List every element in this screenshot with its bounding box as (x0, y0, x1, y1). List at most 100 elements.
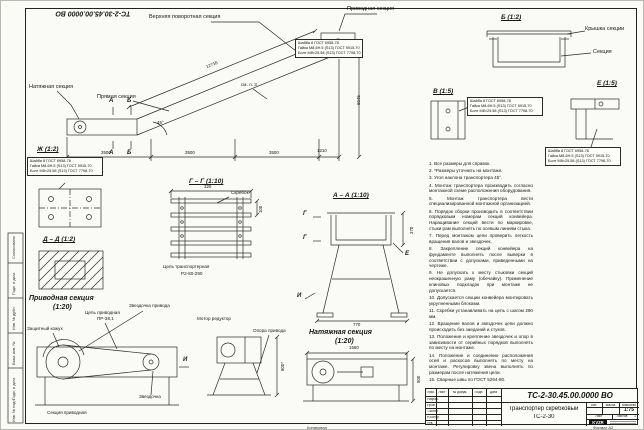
tb-h-listov: Листов (616, 415, 628, 418)
tension-section-drawing (303, 350, 416, 404)
margin-frames (7, 232, 24, 424)
hardware-callout-zh: Шайба 8 ГОСТ 6958-78 Гайка М8-6Н.5 (S13)… (27, 157, 103, 177)
tb-h-doc: № докум. (452, 391, 468, 394)
callout-line-2: Гайка М8-6Н.5 (S13) ГОСТ 5915-70 (548, 154, 610, 159)
hardware-callout-v: Шайба 8 ГОСТ 6958-78 Гайка М8-6Н.5 (S13)… (467, 97, 543, 117)
section-gg-drawing (168, 188, 260, 259)
dim-angle: 45° (157, 120, 164, 125)
note-item: 13. Положение и крепление звездочек и оп… (429, 333, 533, 351)
tb-h-list2: Лист (595, 415, 603, 418)
dim-seg1: 3500 (101, 150, 111, 155)
detail-zh-drawing (38, 182, 102, 228)
copied-label: Копировал (307, 425, 328, 430)
tb-line (448, 389, 449, 426)
note-item: 12. Вращение валов и звездочек цепи долж… (429, 320, 533, 332)
label-conveyor-chain-1: Цепь транспортерная (163, 264, 210, 269)
tb-h-izm: Изм. (427, 391, 435, 394)
note-item: 3. Угол наклона транспортера 45°. (429, 175, 503, 181)
note-item: 11. Скребки устанавливать на цепь с шаго… (429, 307, 533, 319)
callout-line-2: Гайка М8-6Н.5 (S13) ГОСТ 5915-70 (30, 164, 92, 169)
tb-r-prov: Пров. (427, 403, 436, 407)
tb-listov-value: 1 (634, 415, 636, 418)
tb-line (612, 414, 613, 419)
marker-g-bottom: Г (303, 235, 307, 241)
section-aa-drawing (304, 210, 410, 324)
tb-h-data: Дата (489, 391, 498, 394)
callout-line-1: Шайба 8 ГОСТ 6958-78 (298, 41, 339, 45)
view-zh-title: Ж (1:2) (37, 146, 59, 153)
label-tension-section-main: Натяжная секция (29, 84, 74, 90)
label-conveyor-chain-2: Р2-80-290 (181, 271, 203, 276)
label-drive-chain-1: Цепь приводная (85, 310, 120, 315)
dim-gg-pitch: 100 (258, 205, 263, 213)
drive-section-title: Приводная секция (29, 295, 94, 302)
callout-line-3: Болт М8×25.58 (S13) ГОСТ 7798-70 (470, 109, 533, 114)
note-item: 1. Все размеры для справок. (429, 161, 491, 166)
callout-line-1: Шайба 8 ГОСТ 6958-78 (470, 99, 511, 103)
label-drive-section-caption: Секция приводная (47, 410, 87, 415)
label-straight-section: Прямая секция (97, 94, 136, 100)
callout-line-1: Шайба 8 ГОСТ 6958-78 (548, 149, 589, 153)
dim-tension-height: 500 (416, 375, 421, 383)
note-item: 14. Положение и соединение расположения … (429, 352, 533, 375)
callout-line-3: Болт М8×25.58 (S13) ГОСТ 7798-70 (298, 51, 361, 56)
section-v-drawing (430, 100, 470, 140)
view-e-title: Е (1:5) (597, 80, 617, 87)
title-block: Изм. Лист № докум. Подп. Дата Разраб. Пр… (425, 388, 639, 426)
section-e-drawing (570, 98, 620, 148)
doc-number-stamp: ТС-2-30.45.00.0000 ВО (55, 9, 131, 17)
section-b-drawing (486, 30, 592, 68)
label-drive-sprocket: Звездочка привода (129, 303, 170, 308)
tb-line (586, 407, 639, 408)
section-dd-drawing (38, 250, 104, 290)
tb-line (436, 389, 437, 426)
logo-decor-line (610, 420, 636, 422)
marker-i-aa: И (297, 293, 302, 299)
technical-notes: 1. Все размеры для справок. 2. *Размеры … (429, 161, 533, 385)
label-cover-section: Крышка секции (585, 26, 625, 32)
format-label: Формат А2 (593, 425, 614, 430)
dim-seg2: 3500 (185, 150, 195, 155)
dim-drive-height: 800* (280, 361, 285, 371)
dim-aa-height: 370 (409, 226, 414, 234)
margin-label-podp-data-2: Подп. и дата (12, 377, 16, 400)
tb-line (426, 408, 501, 409)
dim-aa-width: 770 (353, 322, 361, 327)
margin-label-podp-data-1: Подп. и дата (12, 272, 16, 295)
tb-line (586, 419, 639, 420)
view-dd-title: Д – Д (1:2) (43, 236, 76, 243)
hardware-callout-e: Шайба 8 ГОСТ 6958-78 Гайка М8-6Н.5 (S13)… (545, 147, 621, 167)
tb-h-massa: Масса (605, 403, 616, 407)
label-section: Секция (593, 49, 612, 55)
marker-g-top: Г (303, 211, 307, 217)
label-drive-chain-2: ПР-38,1 (97, 316, 114, 321)
tension-section-title: Натяжная секция (309, 329, 372, 336)
margin-label-vzam-inv: Взам. инв. № (12, 341, 16, 365)
dim-tension-length: 1560 (349, 345, 359, 350)
hardware-callout-top: Шайба 8 ГОСТ 6958-78 Гайка М8-6Н.5 (S13)… (295, 39, 363, 59)
marker-e: Е (405, 251, 410, 257)
note-item: 8. Закрепление секций конвейера на фунда… (429, 246, 533, 269)
callout-line-1: Шайба 8 ГОСТ 6958-78 (30, 159, 71, 163)
tb-h-masshtab: Масштаб (621, 403, 637, 407)
margin-label-inv-podl: Инв. № подл. (12, 398, 16, 422)
tb-r-nkontr: Н.контр. (427, 415, 440, 419)
margin-label-soglasovano: Согласовано (12, 236, 16, 259)
tb-line (472, 389, 473, 426)
section-marker-a-top: А (109, 98, 114, 104)
label-drive-section-top: Приводная секция (347, 6, 395, 12)
view-v-title: В (1:5) (433, 88, 454, 95)
tb-h-list: Лист (438, 391, 446, 394)
section-marker-b-bottom: Б (127, 150, 132, 156)
kvzr-logo: KVZR (589, 419, 607, 425)
tb-line (426, 420, 501, 421)
dim-seg4: 1210 (317, 148, 327, 153)
tb-h-lit: Лит. (590, 403, 598, 407)
tb-line (426, 414, 501, 415)
label-upper-turn-section: Верхняя поворотная секция (149, 14, 221, 20)
drive-section-drawing (35, 310, 189, 406)
note-item: 9. Не допускать к месту стыковки секций … (429, 270, 533, 293)
dim-height: 6045 (356, 95, 361, 105)
main-view-drawing (56, 13, 377, 161)
